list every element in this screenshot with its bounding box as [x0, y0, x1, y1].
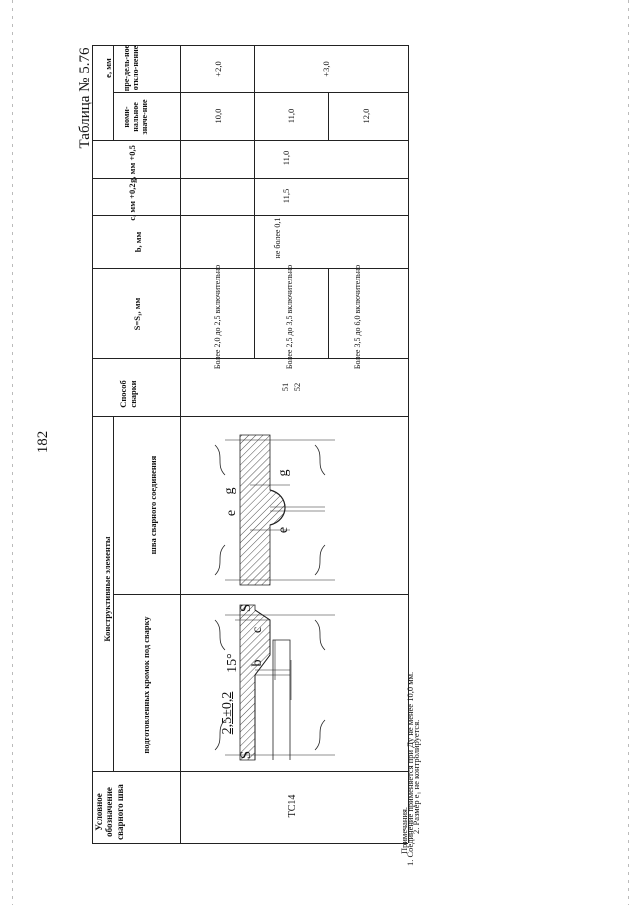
method-52: 52: [292, 382, 302, 392]
g-label-top: g: [222, 487, 237, 495]
s1-label: S: [238, 603, 254, 613]
header-prepared-edges: подготовленных кромок под сварку: [141, 616, 151, 754]
scan-artifact: [12, 0, 13, 905]
g-value: 11,0: [281, 150, 291, 166]
header-designation: Условное обозначение сварного шва: [94, 784, 125, 840]
weld-seam-drawing: [214, 434, 335, 586]
dim-left-label: 2,5±0,2: [220, 691, 235, 735]
thickness-row-1: Более 2,0 до 2,5 включительно: [213, 264, 222, 370]
e-nominal-3: 12,0: [361, 108, 371, 124]
page-number: 182: [35, 430, 51, 454]
header-weld-seam: шва сварного соединения: [148, 455, 158, 555]
header-e-deviation: пре-дель-ное откло-нение: [122, 44, 140, 92]
e-nominal-2: 11,0: [286, 108, 296, 124]
header-e-nominal: номи-нальное значе-ние: [122, 99, 149, 135]
c-value: 11,5: [281, 188, 291, 204]
c-label: c: [250, 626, 265, 634]
g-label-bottom: g: [276, 469, 291, 477]
header-method: Способ сварки: [118, 380, 138, 408]
header-thickness: S=S₁, мм: [132, 297, 142, 331]
e-nominal-1: 10,0: [213, 108, 223, 124]
edge-preparation-drawing: [214, 604, 335, 761]
designation-value: ТС14: [287, 794, 298, 818]
thickness-row-2: Более 2,5 до 3,5 включительно: [285, 264, 294, 370]
e-deviation-2: +3,0: [321, 61, 331, 77]
e1-label: e: [276, 526, 291, 534]
header-e: e, мм: [103, 58, 113, 78]
b-label: b: [250, 659, 265, 667]
e-deviation-1: +2,0: [213, 61, 223, 77]
header-constructive: Конструктивные элементы: [102, 536, 112, 642]
b-value: не более 0,1: [273, 217, 282, 259]
scan-artifact: [628, 0, 629, 905]
e-label: e: [224, 509, 239, 517]
angle-label: 15°: [225, 653, 240, 673]
s-label: S: [238, 750, 254, 760]
thickness-row-3: Более 3,5 до 6,0 включительно: [353, 264, 362, 370]
note-2: 2. Размер e₁ не контролируется.: [411, 719, 421, 834]
header-g: g, мм +0,5: [127, 145, 137, 183]
